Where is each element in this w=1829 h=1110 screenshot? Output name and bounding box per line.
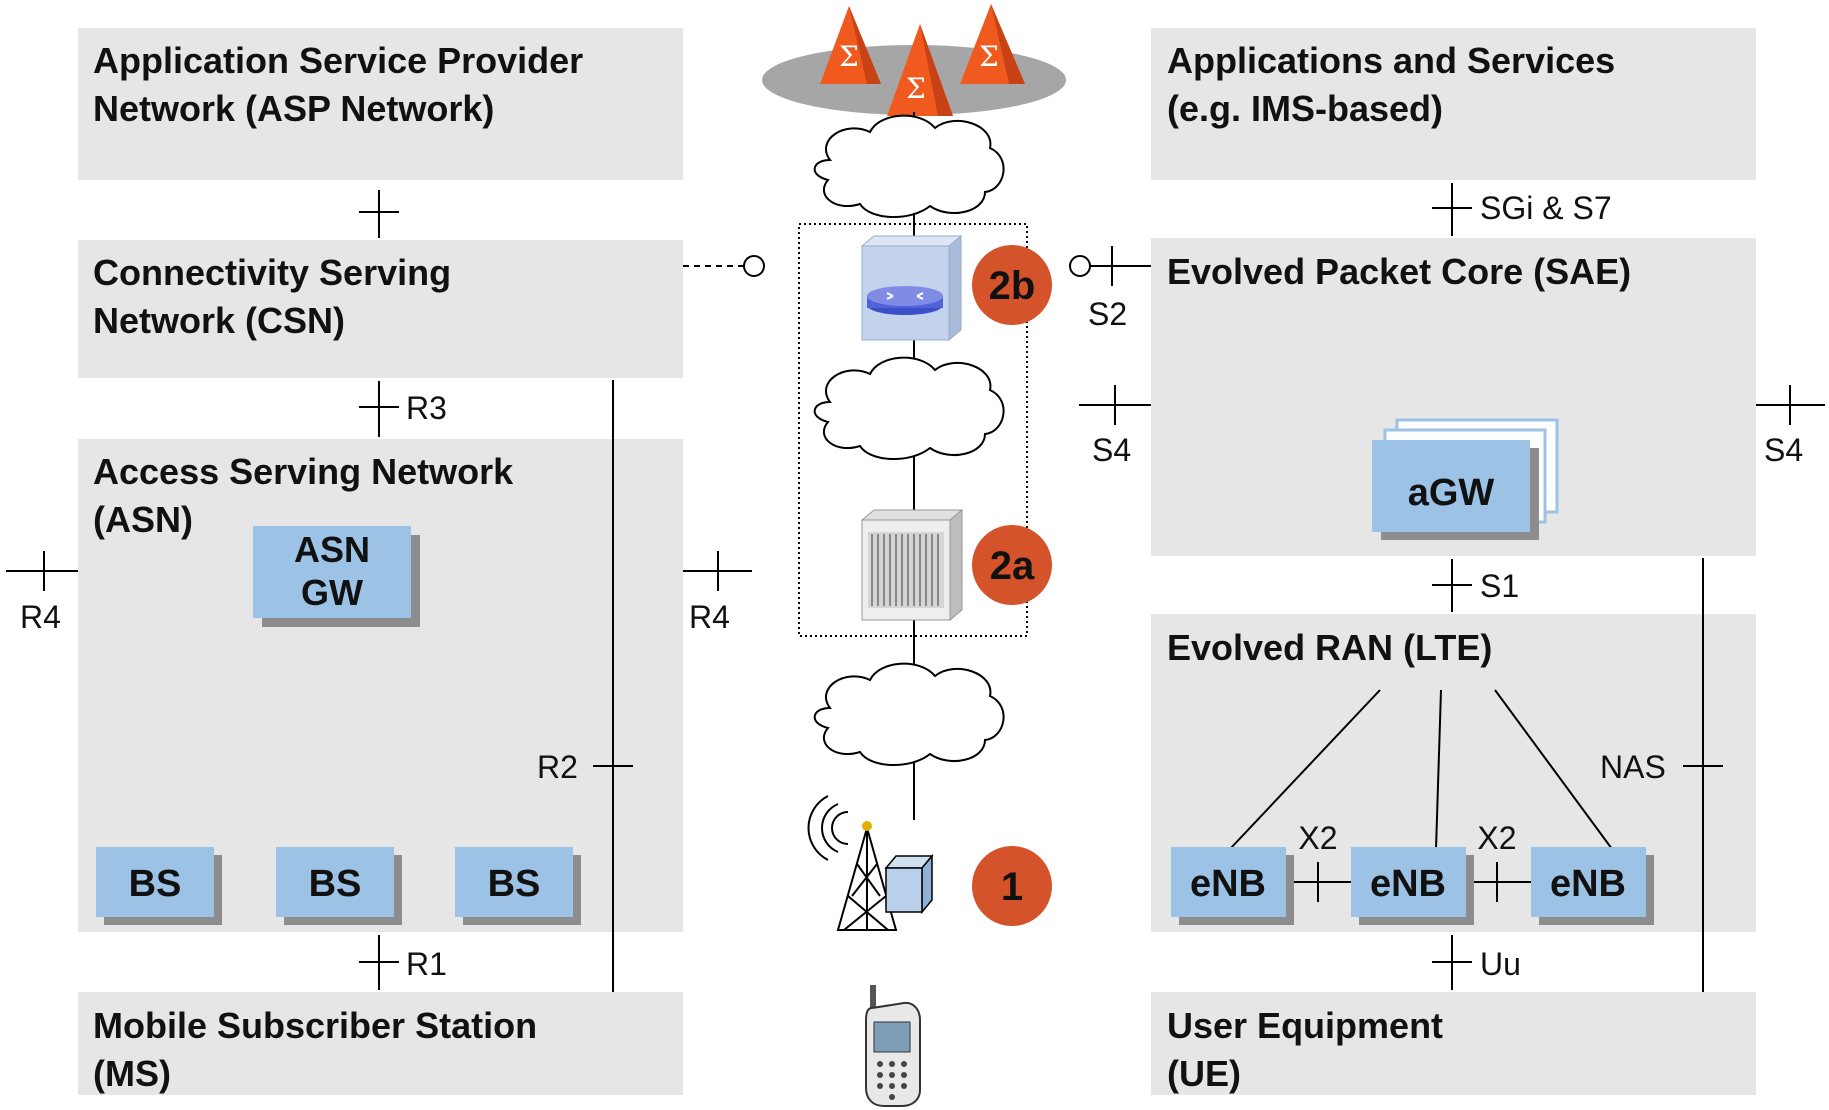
r4-right-label: R4 — [689, 599, 730, 635]
router-device — [860, 234, 963, 342]
bs-label: BS — [129, 863, 182, 905]
r4-left-interface — [6, 551, 78, 591]
ue-panel — [1151, 992, 1756, 1095]
s1-interface — [1432, 559, 1472, 612]
bs-label: BS — [309, 863, 362, 905]
agw-node — [1372, 418, 1559, 540]
svg-text:Σ: Σ — [906, 72, 926, 105]
ue-title-line2: (UE) — [1167, 1053, 1241, 1094]
asn-title-line1: Access Serving Network — [93, 451, 514, 492]
nas-label: NAS — [1600, 749, 1666, 785]
x2-label: X2 — [1477, 820, 1516, 856]
r4-left-label: R4 — [20, 599, 61, 635]
enb-node: eNB — [1171, 847, 1294, 925]
badge-2b — [972, 245, 1052, 325]
uu-label: Uu — [1480, 946, 1521, 982]
ms-title-line2: (MS) — [93, 1053, 171, 1094]
bs-node: BS — [276, 847, 402, 925]
enb-label: eNB — [1370, 863, 1446, 905]
r3-interface — [359, 381, 399, 437]
csn-title-line2: Network (CSN) — [93, 300, 345, 341]
asp-title-line1: Application Service Provider — [93, 40, 583, 81]
s1-label: S1 — [1480, 568, 1519, 604]
bs-label: BS — [488, 863, 541, 905]
enb-uplinks — [1229, 689, 1613, 902]
r1-label: R1 — [406, 946, 447, 982]
enb-node: eNB — [1351, 847, 1474, 925]
apps-title-line2: (e.g. IMS-based) — [1167, 88, 1443, 129]
s4-right-interface — [1756, 385, 1825, 425]
asn-title-line2: (ASN) — [93, 499, 193, 540]
svg-text:Σ: Σ — [839, 40, 859, 73]
apps-services-panel — [1151, 28, 1756, 180]
ms-title-line1: Mobile Subscriber Station — [93, 1005, 537, 1046]
s4-right-label: S4 — [1764, 432, 1803, 468]
csn-panel — [78, 240, 683, 378]
s2-interface — [1090, 246, 1151, 286]
eran-title: Evolved RAN (LTE) — [1167, 627, 1492, 668]
csn-link-endpoint — [743, 255, 765, 277]
s4-left-interface — [1079, 385, 1151, 425]
server-rack-device — [860, 508, 964, 622]
badge-1 — [972, 846, 1052, 926]
s2-endpoint — [1069, 255, 1091, 277]
epc-title: Evolved Packet Core (SAE) — [1167, 251, 1631, 292]
r3-label: R3 — [406, 390, 447, 426]
r1-interface — [359, 935, 399, 990]
asn-gw-label-line1: ASN — [294, 529, 370, 570]
apps-title-line1: Applications and Services — [1167, 40, 1615, 81]
network-cloud — [813, 114, 1005, 218]
network-cloud — [813, 356, 1005, 460]
badge-2a — [972, 525, 1052, 605]
asp-network-panel — [78, 28, 683, 180]
bs-node: BS — [455, 847, 581, 925]
r4-right-interface — [683, 551, 752, 591]
svg-text:Σ: Σ — [979, 40, 999, 73]
service-platform: Σ Σ Σ — [762, 4, 1066, 116]
r2-label: R2 — [537, 749, 578, 785]
badge-2b-label: 2b — [989, 264, 1036, 308]
network-cloud — [813, 662, 1005, 766]
csn-title-line1: Connectivity Serving — [93, 252, 451, 293]
badge-2a-label: 2a — [990, 544, 1035, 588]
enb-node: eNB — [1531, 847, 1654, 925]
enb-label: eNB — [1550, 863, 1626, 905]
ms-panel — [78, 992, 683, 1095]
asn-gw-node — [253, 526, 411, 618]
asp-title-line2: Network (ASP Network) — [93, 88, 494, 129]
asn-gw-label-line2: GW — [301, 572, 363, 613]
enb-label: eNB — [1190, 863, 1266, 905]
s4-left-label: S4 — [1092, 432, 1131, 468]
bs-node: BS — [96, 847, 222, 925]
sgi-interface — [1432, 183, 1472, 236]
sgi-label: SGi & S7 — [1480, 190, 1612, 226]
uu-interface — [1432, 935, 1472, 990]
mobile-phone-icon — [865, 985, 921, 1107]
agw-label: aGW — [1408, 472, 1495, 514]
s2-label: S2 — [1088, 296, 1127, 332]
x2-label: X2 — [1298, 820, 1337, 856]
radio-tower-icon — [807, 795, 934, 931]
badge-1-label: 1 — [1001, 865, 1023, 909]
ue-title-line1: User Equipment — [1167, 1005, 1443, 1046]
r2-interface — [593, 380, 633, 992]
asp-csn-interface — [359, 190, 399, 238]
nas-interface — [1683, 558, 1723, 992]
